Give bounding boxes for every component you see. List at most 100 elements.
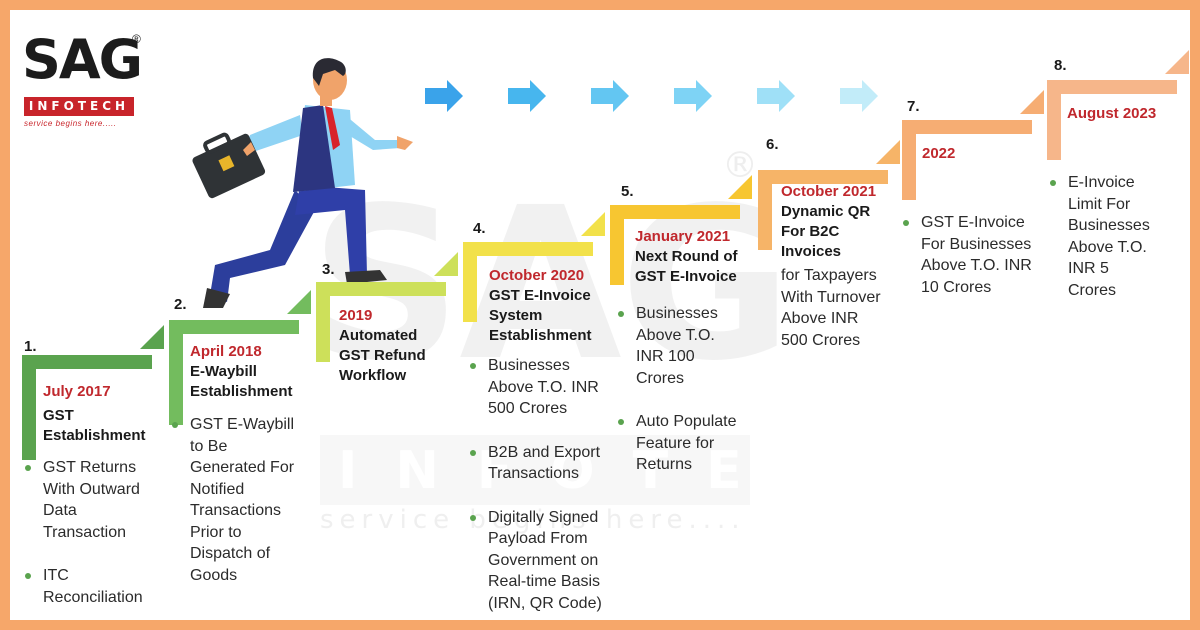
step-title-line: Next Round of xyxy=(635,248,738,265)
arrow-right-icon xyxy=(674,80,712,112)
stair-horizontal-stripe xyxy=(902,120,1032,134)
businessman-back-arm xyxy=(245,115,303,152)
businessman-illustration xyxy=(192,58,413,308)
step-date: August 2023 xyxy=(1067,105,1157,122)
stair-horizontal-stripe xyxy=(758,170,888,184)
arrow-right-icon xyxy=(508,80,546,112)
bullet-dot-icon xyxy=(618,311,624,317)
bullet-dot-icon xyxy=(470,363,476,369)
step-date: July 2017 xyxy=(43,383,111,400)
step-title-line: Dynamic QR xyxy=(781,203,871,220)
logo-tagline: service begins here..... xyxy=(24,119,117,128)
sag-logo: SAG ® INFOTECH service begins here..... xyxy=(22,32,152,142)
bullet-dot-icon xyxy=(618,419,624,425)
step-title-line: Automated xyxy=(339,327,418,344)
arrow-right-icon xyxy=(591,80,629,112)
bullet-dot-icon xyxy=(25,465,31,471)
step-bullet-item: Businesses Above T.O. INR 100 Crores xyxy=(616,303,741,389)
stair-corner-triangle xyxy=(434,252,458,276)
step-title-line: System xyxy=(489,307,543,324)
step-number: 7. xyxy=(907,98,920,115)
step-bullet-item: E-Invoice Limit For Businesses Above T.O… xyxy=(1048,172,1158,301)
bullet-dot-icon xyxy=(172,422,178,428)
step-bullet-list: GST E-Waybill to Be Generated For Notifi… xyxy=(170,414,300,608)
businessman-vest xyxy=(293,105,335,192)
stair-vertical-stripe xyxy=(22,355,36,460)
stair-corner-triangle xyxy=(728,175,752,199)
step-date: October 2021 xyxy=(781,183,877,200)
step-date: 2022 xyxy=(922,145,956,162)
step-bullet-item: GST E-Waybill to Be Generated For Notifi… xyxy=(170,414,300,586)
step-bullet-text: ITC Reconciliation xyxy=(43,567,143,606)
arrow-right-icon xyxy=(757,80,795,112)
arrow-right-icon xyxy=(425,80,463,112)
businessman-back-hand xyxy=(243,142,255,156)
step-bullet-text: E-Invoice Limit For Businesses Above T.O… xyxy=(1068,174,1150,299)
watermark-bar-text: INFOTECH xyxy=(338,441,938,501)
businessman-hand xyxy=(397,136,413,150)
step-number: 5. xyxy=(621,183,634,200)
step-bullet-list: GST Returns With Outward Data Transactio… xyxy=(23,457,158,620)
step-title-line: GST E-Invoice xyxy=(489,287,591,304)
businessman-front-leg xyxy=(295,185,367,275)
step-bullet-list: E-Invoice Limit For Businesses Above T.O… xyxy=(1048,172,1158,323)
step-number: 6. xyxy=(766,136,779,153)
watermark-bar: INFOTECH xyxy=(320,435,899,505)
stair-horizontal-stripe xyxy=(169,320,299,334)
step-bullet-text: Auto Populate Feature for Returns xyxy=(636,413,737,473)
step-bullet-item: GST Returns With Outward Data Transactio… xyxy=(23,457,158,543)
bullet-dot-icon xyxy=(25,573,31,579)
step-date: January 2021 xyxy=(635,228,731,245)
stair-vertical-stripe xyxy=(758,170,772,250)
step-bullet-item: GST E-Invoice For Businesses Above T.O. … xyxy=(901,212,1036,298)
businessman-back-leg xyxy=(210,190,315,302)
step-title-line: GST xyxy=(43,407,74,424)
stair-vertical-stripe xyxy=(463,242,477,322)
logo-registered-mark: ® xyxy=(132,32,141,46)
businessman-front-shoe xyxy=(345,270,387,284)
step-bullet-item: Digitally Signed Payload From Government… xyxy=(468,507,613,615)
stair-horizontal-stripe xyxy=(22,355,152,369)
bullet-dot-icon xyxy=(470,449,476,456)
watermark-registered: ® xyxy=(722,145,758,186)
bullet-dot-icon xyxy=(1050,180,1056,186)
stair-vertical-stripe xyxy=(1047,80,1061,160)
bullet-dot-icon xyxy=(903,220,909,226)
step-description: for Taxpayers With Turnover Above INR 50… xyxy=(781,267,881,349)
stair-corner-triangle xyxy=(581,212,605,236)
watermark-tagline: service begins here.... xyxy=(320,505,746,535)
stair-vertical-stripe xyxy=(610,205,624,285)
step-title-line: E-Waybill xyxy=(190,363,257,380)
logo-brand: SAG xyxy=(22,28,143,91)
stair-corner-triangle xyxy=(1165,50,1189,74)
infographic-canvas: SAG ® INFOTECH service begins here.... S… xyxy=(10,10,1190,620)
step-date: October 2020 xyxy=(489,267,585,284)
step-number: 8. xyxy=(1054,57,1067,74)
step-bullet-item: B2B and Export Transactions xyxy=(468,442,613,485)
logo-bar: INFOTECH xyxy=(24,97,134,116)
bullet-dot-icon xyxy=(470,514,476,521)
step-date: 2019 xyxy=(339,307,373,324)
step-bullet-text: B2B and Export Transactions xyxy=(488,443,601,483)
step-bullet-text: GST E-Invoice For Businesses Above T.O. … xyxy=(921,214,1032,296)
step-date: April 2018 xyxy=(190,343,262,360)
step-title-line: Workflow xyxy=(339,367,407,384)
businessman-hair xyxy=(312,58,346,86)
step-title-line: For B2C xyxy=(781,223,840,240)
stair-vertical-stripe xyxy=(169,320,183,425)
step-title-line: Establishment xyxy=(190,383,293,400)
stair-horizontal-stripe xyxy=(316,282,446,296)
arrow-right-icon xyxy=(840,80,878,112)
stair-horizontal-stripe xyxy=(463,242,593,256)
stair-horizontal-stripe xyxy=(610,205,740,219)
stair-corner-triangle xyxy=(1020,90,1044,114)
step-bullet-text: GST Returns With Outward Data Transactio… xyxy=(43,459,140,541)
step-title-line: Establishment xyxy=(489,327,592,344)
